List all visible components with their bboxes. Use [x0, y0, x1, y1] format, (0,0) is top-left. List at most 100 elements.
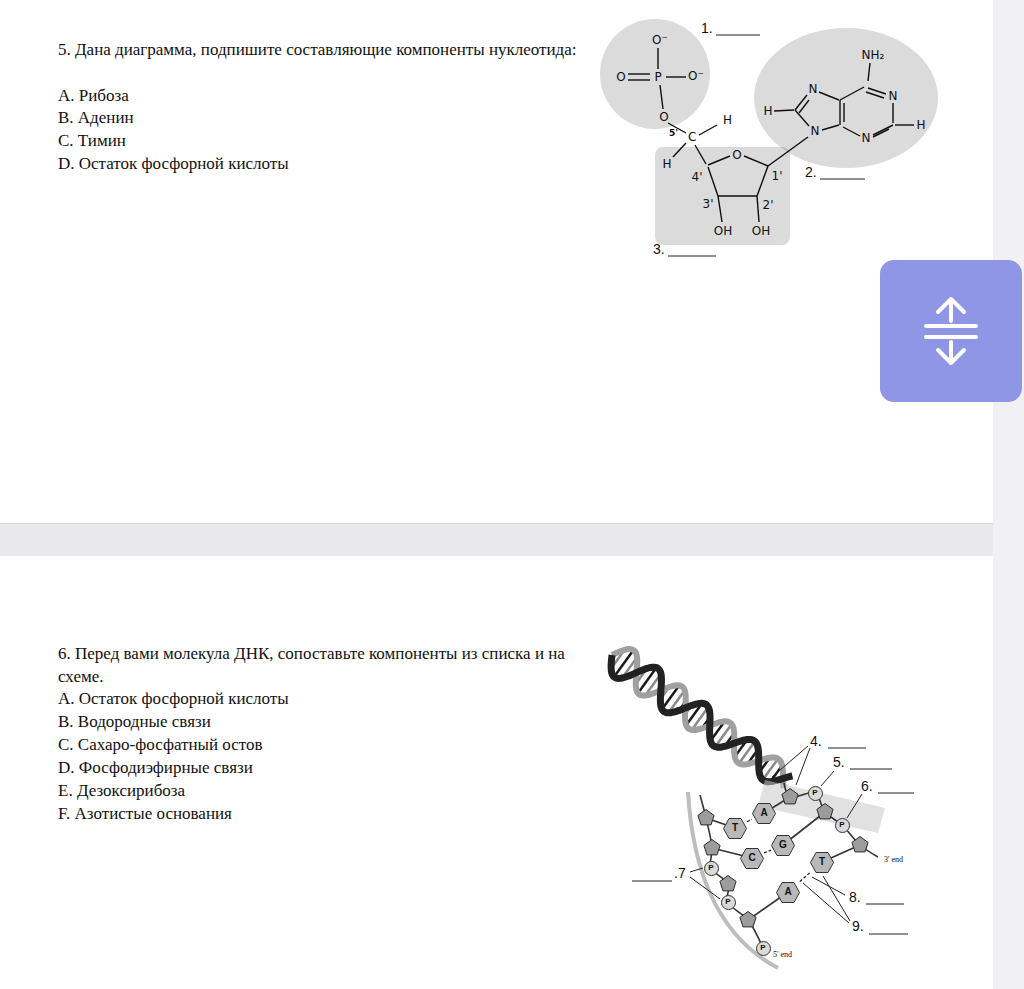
leader-line	[796, 748, 810, 785]
button-icon	[926, 299, 976, 363]
base-letter: P	[708, 864, 713, 872]
section-divider	[0, 523, 993, 556]
atom-symbol: H	[763, 105, 772, 117]
divider-edge	[0, 523, 993, 524]
shape-fill	[756, 941, 770, 955]
adenine-base: NH₂NNHNNH	[754, 28, 938, 168]
base-hexagon: G	[771, 835, 795, 856]
atom-symbol: 3'	[703, 198, 714, 210]
base-hexagon: C	[740, 848, 764, 869]
callout-number: 1.	[701, 19, 713, 37]
blank-line	[716, 35, 760, 36]
resize-button	[880, 260, 1022, 402]
atom-symbol: O⁻	[652, 34, 668, 46]
base-hexagon: T	[810, 852, 834, 873]
shape-fill	[600, 19, 710, 129]
blank-line	[820, 179, 865, 180]
sugar-pentagon	[782, 789, 798, 804]
base-letter: P	[812, 789, 817, 797]
atom-symbol: O	[732, 149, 741, 161]
sugar-pentagon	[740, 912, 756, 927]
sugar-pentagon	[698, 810, 714, 825]
callout-number: 8.	[849, 888, 861, 906]
phosphate-circle: P	[835, 818, 850, 833]
sugar-pentagon	[852, 837, 868, 852]
shape-fill	[811, 852, 834, 872]
atom-symbol: O	[659, 111, 668, 123]
atom-symbol: NH₂	[862, 49, 885, 61]
atom-symbol: OH	[714, 225, 732, 237]
atom-symbol: 2'	[763, 199, 774, 211]
blank-line	[878, 793, 914, 794]
atom-symbol: 4'	[692, 171, 703, 183]
phosphate-group: O⁻ O P O⁻ O	[600, 19, 710, 129]
side-strip	[993, 0, 1024, 989]
answer-option: D. Остаток фосфорной кислоты	[58, 153, 289, 175]
answer-blanks	[632, 35, 914, 934]
answer-option: E. Дезоксирибоза	[58, 780, 185, 802]
atom-symbol: O	[616, 71, 625, 83]
shape-fill	[777, 882, 800, 902]
strand-end: 5' end	[773, 950, 792, 960]
atom-symbol: H	[662, 158, 671, 170]
hydrogen-bond	[747, 819, 752, 822]
base-letter: A	[760, 808, 767, 818]
bond-line	[699, 125, 717, 135]
base-letter: P	[725, 898, 730, 906]
strand-ribbon	[688, 792, 778, 968]
atom-symbol: N	[811, 125, 820, 137]
node-shape	[754, 28, 938, 168]
shape-fill	[753, 803, 776, 823]
helix-strand	[611, 655, 792, 782]
atom-symbol: H	[723, 113, 732, 129]
answer-option: C. Сахаро-фосфатный остов	[58, 734, 263, 756]
answer-option: A. Рибоза	[58, 85, 129, 107]
atom-symbol: N	[862, 132, 871, 144]
phosphate-circle: P	[756, 941, 771, 956]
leader-line	[847, 794, 862, 818]
blank-line	[866, 904, 904, 905]
shape-fill	[704, 861, 718, 875]
answer-option: B. Водородные связи	[58, 711, 211, 733]
atom-symbol: O⁻	[688, 70, 704, 82]
shape-fill	[721, 895, 735, 909]
base-letter: C	[748, 853, 755, 863]
answer-option: D. Фосфодиэфирные связи	[58, 757, 253, 779]
carbon-number: 5'	[669, 128, 678, 140]
shape-fill	[655, 147, 790, 245]
leader-line	[803, 883, 849, 923]
blank-line	[668, 256, 716, 257]
callout-number: 5.	[833, 753, 845, 771]
sugar-pentagon	[704, 840, 720, 855]
base-letter: T	[732, 823, 738, 833]
sugar-pentagon	[817, 804, 833, 819]
atom-symbol: N	[889, 90, 898, 102]
answer-option: C. Тимин	[58, 130, 126, 152]
question-text: 5. Дана диаграмма, подпишите составляющи…	[58, 38, 578, 61]
sugar-pentagon	[720, 876, 736, 891]
atom-symbol: 1'	[772, 170, 783, 182]
atom-symbol: P	[654, 71, 661, 83]
leader-lines	[690, 746, 862, 923]
shape-fill	[724, 818, 747, 838]
deoxyribose-pentagons	[698, 789, 868, 927]
callout-number: 2.	[805, 163, 817, 181]
dna-backbone	[700, 783, 878, 948]
base-hexagon: A	[752, 803, 776, 824]
base-letter: P	[839, 821, 844, 829]
phosphate-circle: P	[704, 861, 719, 876]
answer-option: F. Азотистые основания	[58, 803, 232, 825]
shape-fill	[808, 786, 822, 800]
callout-number: 3.	[653, 240, 665, 258]
shape-fill	[741, 848, 764, 868]
leader-line	[772, 746, 808, 777]
atom-symbol: H	[916, 119, 925, 131]
callout-number: 6.	[861, 777, 873, 795]
hydrogen-bond	[800, 873, 810, 882]
base-letter: P	[760, 944, 765, 952]
shape-fill	[835, 818, 849, 832]
blank-line	[850, 769, 892, 770]
atom-symbol: C	[688, 130, 696, 146]
callout-number: 9.	[852, 917, 864, 935]
